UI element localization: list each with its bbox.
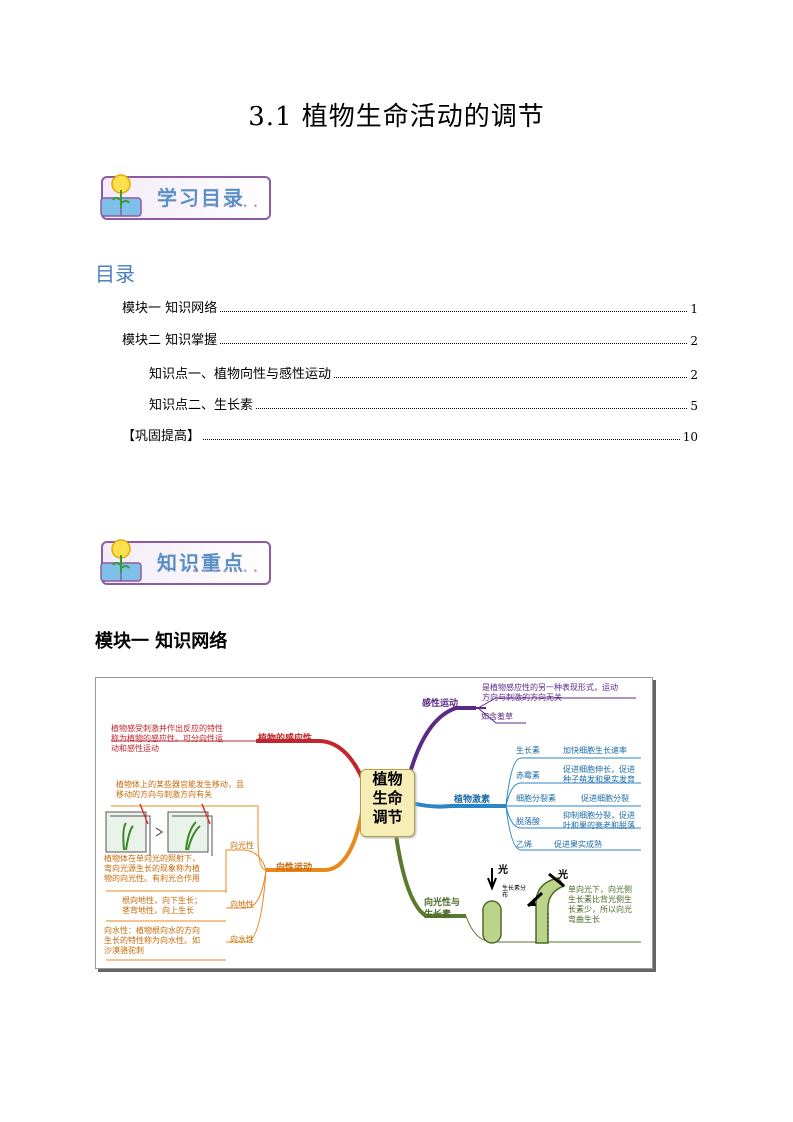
banner-label: 知识重点	[157, 551, 245, 575]
toc-heading: 目录	[95, 262, 135, 286]
auxin-title: 向光性与生长素	[424, 898, 461, 920]
banner-decoration: • • • • • • •	[191, 202, 259, 212]
mindmap-center-node: 植物 生命 调节	[360, 769, 415, 837]
hormone-name: 细胞分裂素	[516, 794, 556, 803]
hormone-desc: 促进细胞伸长，促进种子萌发和果实发育	[563, 765, 635, 784]
mindmap-branches	[105, 697, 641, 961]
light-label: 光	[558, 870, 568, 881]
hydrotropism-label: 向水性	[230, 935, 254, 944]
toc-item-page: 5	[690, 399, 698, 413]
phototropism-label: 向光性	[230, 841, 254, 850]
toc-item[interactable]: 知识点二、生长素 5	[149, 395, 698, 413]
hormone-name: 脱落酸	[516, 817, 540, 826]
auxin-coleoptile-diagram	[482, 868, 566, 944]
toc-item-page: 2	[690, 334, 698, 348]
hydrotropism-desc: 向水性：植物根向水的方向生长的特性称为向水性。如沙漠骆驼刺	[104, 926, 200, 955]
nastic-movement-title: 感性运动	[422, 699, 459, 709]
toc-item[interactable]: 【巩固提高】 10	[122, 426, 698, 444]
nastic-movement-desc: 是植物感应性的另一种表现形式，运动方向与刺激的方向无关	[482, 683, 618, 702]
hormone-desc: 加快细胞生长速率	[563, 746, 627, 755]
center-line: 植物	[372, 770, 403, 788]
auxin-desc: 单向光下，向光侧生长素比背光侧生长素少，所以向光弯曲生长	[568, 885, 632, 924]
hormones-title: 植物激素	[454, 795, 491, 805]
center-line: 生命	[372, 789, 403, 807]
phototropism-desc: 植物体在单向光的照射下，弯向光源生长的现象称为植物的向光性。有利光合作用	[104, 854, 200, 883]
section-heading: 模块一 知识网络	[95, 631, 228, 652]
tropism-desc: 植物体上的某些器官能发生移动，且移动的方向与刺激方向有关	[116, 780, 244, 799]
lightbulb-book-icon	[100, 174, 142, 217]
banner-label: 学习目录	[157, 186, 245, 210]
sensitivity-desc: 植物感受刺激并作出反应的特性称为植物的感应性。可分向性运动和感性运动	[111, 724, 223, 753]
toc-item[interactable]: 模块二 知识掌握 2	[122, 330, 698, 348]
toc-item-text: 知识点一、植物向性与感性运动	[149, 367, 332, 382]
tropism-title: 向性运动	[276, 863, 313, 873]
toc-item-text: 模块二 知识掌握	[122, 333, 218, 348]
toc-item-text: 模块一 知识网络	[122, 301, 218, 316]
center-line: 调节	[372, 808, 403, 826]
hormone-desc: 抑制细胞分裂，促进叶和果的衰老和脱落	[563, 811, 635, 830]
phototropism-experiment-diagram	[105, 803, 213, 856]
sensitivity-title: 植物的感应性	[258, 734, 313, 744]
toc-item-page: 2	[690, 368, 698, 382]
hormone-name: 赤霉素	[516, 771, 540, 780]
auxin-distribution-label: 生长素分布	[502, 885, 527, 899]
document-title: 3.1 植物生命活动的调节	[248, 102, 545, 132]
knowledge-mindmap: 植物 生命 调节 植物的感应性 植物感受刺激并作出反应的特性称为植物的感应性。可…	[95, 677, 653, 969]
banner-decoration: • • • • • • •	[191, 567, 259, 577]
toc-item[interactable]: 知识点一、植物向性与感性运动 2	[149, 364, 698, 382]
toc-item[interactable]: 模块一 知识网络 1	[122, 298, 698, 316]
geotropism-desc: 根向地性，向下生长；茎背地性，向上生长	[122, 896, 202, 915]
hormone-desc: 促进细胞分裂	[581, 794, 629, 803]
toc-item-text: 知识点二、生长素	[149, 398, 254, 413]
hormone-name: 乙烯	[516, 840, 532, 849]
toc-item-text: 【巩固提高】	[122, 429, 201, 444]
nastic-example: 如含羞草	[481, 712, 513, 721]
lightbulb-book-icon	[100, 539, 142, 582]
geotropism-label: 向地性	[230, 900, 254, 909]
toc-item-page: 10	[682, 430, 698, 444]
key-knowledge-banner: 知识重点 • • • • • • •	[95, 535, 273, 585]
study-contents-banner: 学习目录 • • • • • • •	[95, 170, 273, 220]
hormone-desc: 促进果实成熟	[554, 840, 602, 849]
light-label: 光	[498, 865, 508, 876]
hormone-name: 生长素	[516, 746, 540, 755]
toc-item-page: 1	[690, 302, 698, 316]
